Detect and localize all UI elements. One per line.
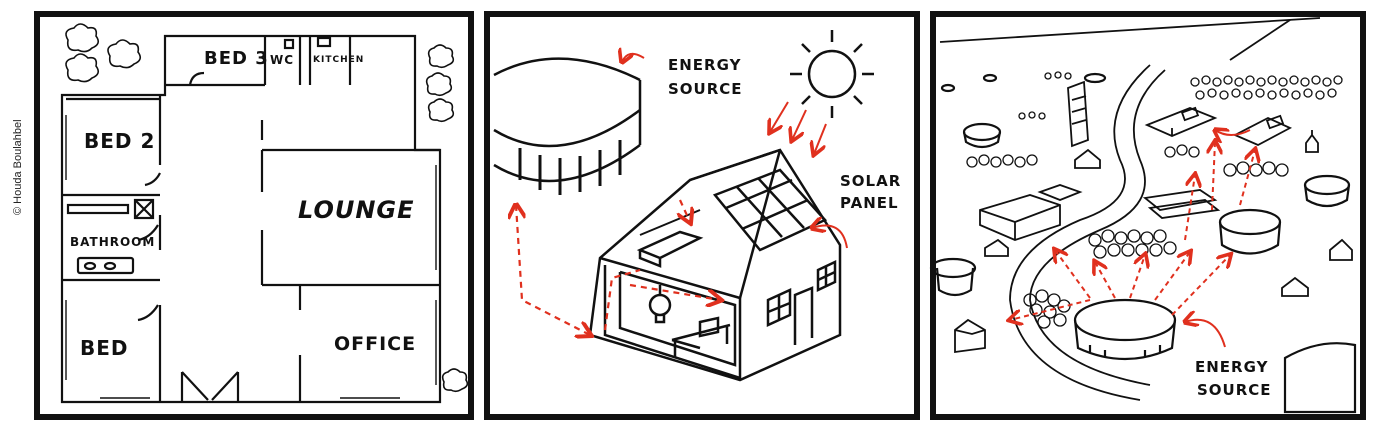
room-label-bed2: BED 2 [84,129,155,153]
arrow-icon [1185,320,1226,348]
sun-icon [790,30,874,118]
room-label-bathroom: BATHROOM [70,235,155,249]
arrow-icon [812,226,848,249]
room-label-office: OFFICE [334,333,416,355]
energy-distribution-arrows [1010,142,1255,320]
energy-source-label-line1: ENERGY [668,56,742,74]
energy-source-tank-icon [929,72,1357,414]
credit-text: © Houda Boulahbel [12,119,24,215]
room-label-lounge: LOUNGE [298,196,415,224]
solar-panel-label-line1: SOLAR [840,172,901,190]
energy-source-label-line2: SOURCE [1197,381,1272,399]
arrow-icon [1215,130,1251,135]
floor-plan-walls [60,34,442,404]
energy-source-label-line2: SOURCE [668,80,743,98]
solar-panel-label-line2: PANEL [840,194,899,212]
panel-2-frame [484,11,920,420]
room-label-kitchen: KITCHEN [313,55,364,65]
energy-source-tank-icon [493,57,642,195]
tree-cluster-icon [966,71,1343,329]
tree-icon [425,44,469,393]
arrow-icon [622,54,645,62]
panel-3-frame [930,11,1366,420]
energy-source-label-line1: ENERGY [1195,358,1269,376]
panel-1-frame [34,11,474,420]
sunlight-arrows [770,101,827,154]
panel-floor-plan: BED 3 WC KITCHEN BED 2 LOUNGE BATHROOM B… [34,11,474,420]
building-icon [954,80,1353,354]
tree-icon [65,23,142,83]
room-label-bed3: BED 3 [204,48,269,69]
energy-flow-arrows [516,199,720,335]
panel-house: ENERGY SOURCE [484,11,920,420]
room-label-bed: BED [80,336,129,360]
house-icon [588,148,842,382]
panel-neighbourhood: ENERGY SOURCE [929,11,1366,420]
road [939,17,1321,401]
room-label-wc: WC [270,53,294,67]
